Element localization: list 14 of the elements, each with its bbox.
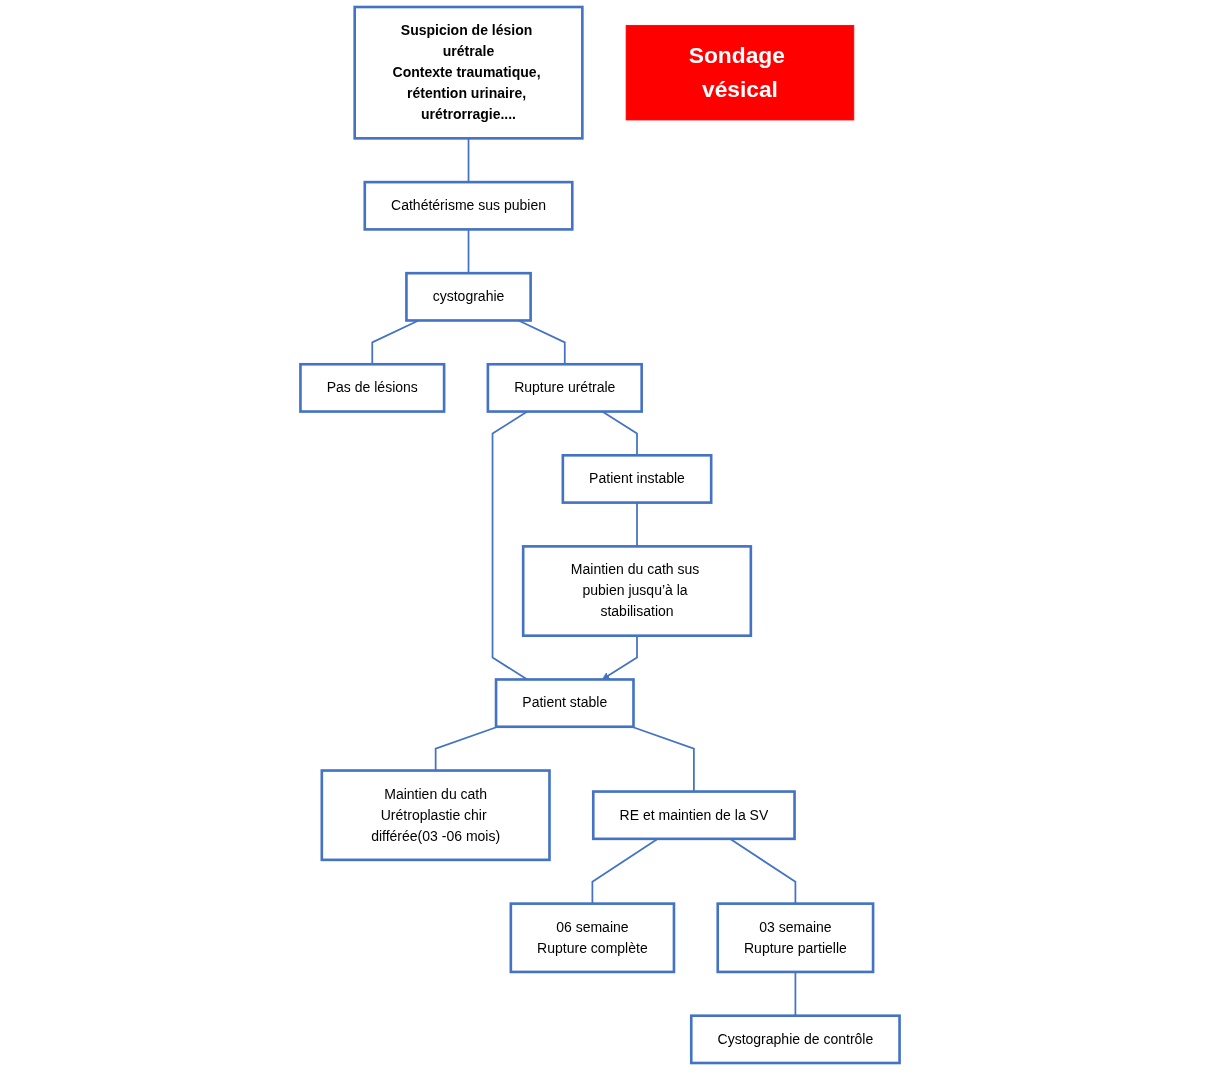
node-box: Patient instable [561,454,713,504]
node-box: Pas de lésions [299,362,446,413]
node-box: cystograhie [405,271,532,322]
node-box: RE et maintien de la SV [591,790,796,841]
node-box: Cathétérisme sus pubien [363,180,574,231]
node-box: Sondage vésical [625,24,855,121]
node-box: 06 semaine Rupture complète [509,902,676,974]
node-box: Rupture urétrale [486,362,643,413]
node-box: Patient stable [494,678,635,729]
node-box: 03 semaine Rupture partielle [716,902,875,974]
node-box: Maintien du cath Urétroplastie chir différée(03 -06 mois) [320,769,551,862]
node-box: Suspicion de lésion urétrale Contexte traumatique, rétention urinaire, urétrorragie.... [353,5,584,140]
node-box: Cystographie de contrôle [689,1014,901,1065]
node-box: Maintien du cath sus pubien jusqu’à la stabilisation [521,545,753,637]
